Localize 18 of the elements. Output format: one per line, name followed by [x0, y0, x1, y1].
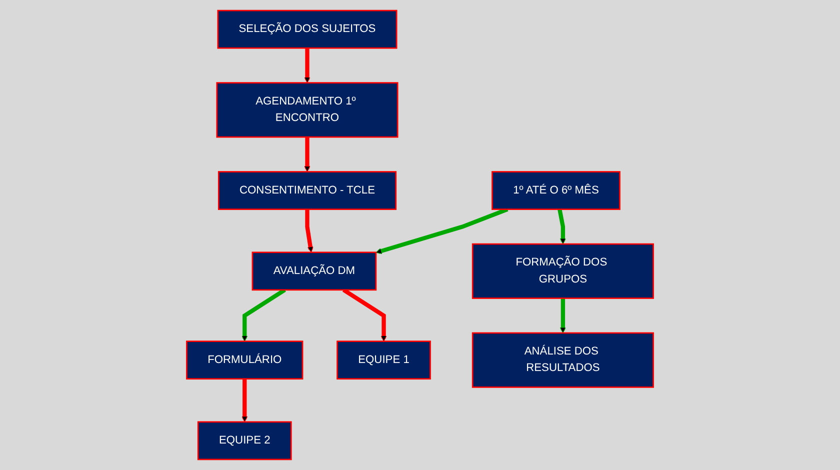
node-box: SELEÇÃO DOS SUJEITOS [217, 10, 398, 49]
node-box: CONSENTIMENTO - TCLE [218, 171, 397, 210]
arrow [560, 298, 566, 334]
node-box: ANÁLISE DOS RESULTADOS [472, 332, 654, 388]
arrow [242, 378, 248, 422]
arrow [304, 137, 310, 172]
arrow [304, 48, 310, 84]
node-box: FORMAÇÃO DOS GRUPOS [472, 243, 654, 299]
node-box: EQUIPE 1 [336, 340, 431, 380]
arrow [242, 288, 286, 342]
node-box: AGENDAMENTO 1º ENCONTRO [216, 82, 398, 138]
node-box: 1º ATÉ O 6º MÊS [492, 171, 620, 210]
arrow [558, 208, 566, 244]
arrow [305, 209, 314, 253]
node-box: AVALIAÇÃO DM [252, 252, 377, 291]
node-box: EQUIPE 2 [197, 421, 292, 460]
arrow [342, 288, 387, 342]
node-box: FORMULÁRIO [186, 340, 304, 380]
